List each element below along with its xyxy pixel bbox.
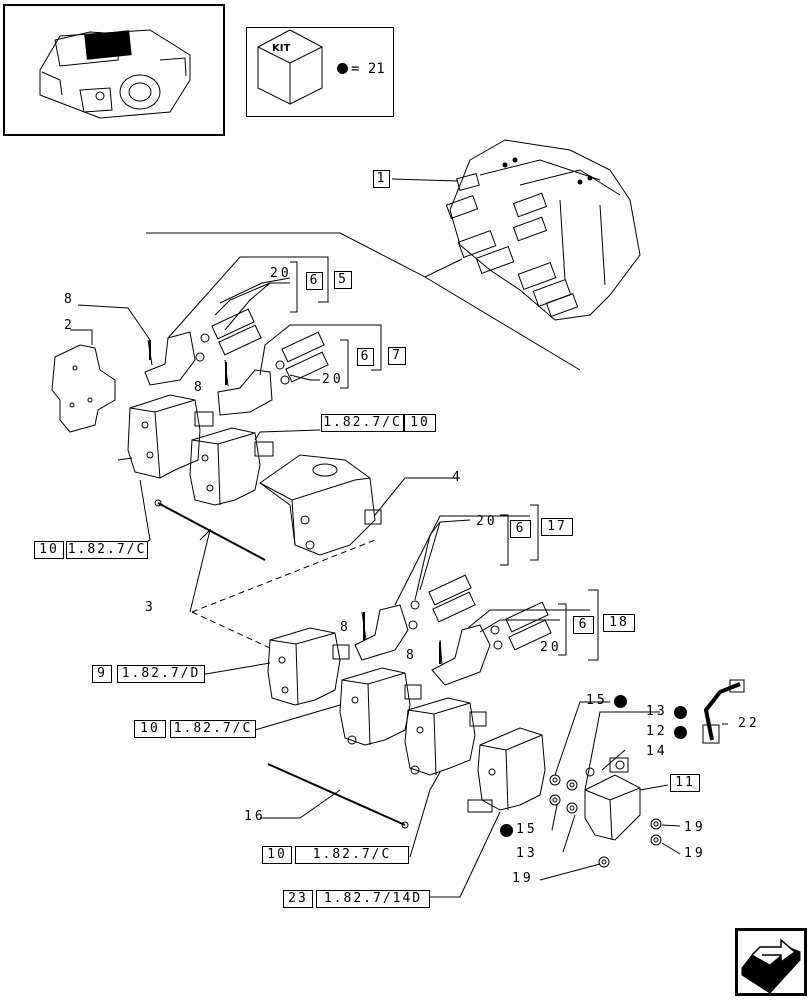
valve-section-lower-3 [404,697,487,776]
part-label-15a: 15 [586,693,608,708]
kit-quantity: = 21 [337,61,385,77]
black-dot-icon [674,706,687,719]
part-box-10d[interactable]: 10 [262,846,292,864]
part-label-13b: 13 [516,846,538,861]
cover-plate [51,344,116,433]
part-label-19c: 19 [512,871,534,886]
part-label-8c: 8 [340,620,351,635]
part-box-7[interactable]: 7 [388,347,406,365]
ref-box-r3[interactable]: 1.82.7/D [117,665,205,683]
part-label-20c: 20 [476,514,498,529]
ref-box-r5[interactable]: 1.82.7/C [295,846,409,864]
kit-legend-frame [246,27,394,117]
part-label-8a: 8 [64,292,75,307]
part-label-19a: 19 [684,820,706,835]
black-dot-icon [500,824,513,837]
part-label-12: 12 [646,724,668,739]
valve-section-end [467,727,546,813]
valve-section-upper-1 [117,394,214,479]
part-box-6a[interactable]: 6 [306,272,323,290]
part-label-13a: 13 [646,704,668,719]
part-box-6b[interactable]: 6 [357,348,374,366]
part-label-8b: 8 [194,380,205,395]
ref-box-r4[interactable]: 1.82.7/C [170,720,256,738]
tractor-rear-hydraulics-icon [39,29,191,119]
kit-label: KIT [272,43,291,54]
part-box-10c[interactable]: 10 [134,720,166,738]
part-label-2: 2 [64,318,75,333]
part-label-19b: 19 [684,846,706,861]
part-label-3: 3 [145,600,156,615]
pipe-fitting [702,679,745,744]
part-box-6c[interactable]: 6 [510,520,531,538]
part-box-11[interactable]: 11 [670,774,700,792]
control-valve-assembly [445,139,641,321]
part-label-16: 16 [244,809,266,824]
part-label-8d: 8 [406,648,417,663]
spool-caps-upper [144,308,329,416]
part-box-10b[interactable]: 10 [34,541,64,559]
part-box-6d[interactable]: 6 [573,616,594,634]
part-box-17[interactable]: 17 [541,518,573,536]
kit-box-icon [256,29,324,105]
part-box-23[interactable]: 23 [283,890,313,908]
black-dot-icon [674,726,687,739]
part-box-18[interactable]: 18 [603,614,635,632]
valve-section-lower-1 [267,627,350,706]
adapter-block [549,757,662,868]
part-box-5[interactable]: 5 [334,271,352,289]
part-label-20d: 20 [540,640,562,655]
ref-box-r6[interactable]: 1.82.7/14D [316,890,430,908]
part-box-9[interactable]: 9 [92,665,112,683]
part-label-4: 4 [452,470,463,485]
ref-box-r2[interactable]: 1.82.7/C [66,541,148,559]
part-label-15b: 15 [516,822,538,837]
control-body [259,454,382,556]
leader-lines [70,178,728,898]
ref-box-r1[interactable]: 1.82.7/C [321,414,404,432]
black-dot-icon [337,63,348,74]
part-label-14: 14 [646,744,668,759]
next-page-button[interactable] [735,928,807,996]
valve-section-upper-2 [189,427,274,506]
part-label-22: 22 [738,716,760,731]
part-label-20a: 20 [270,266,292,281]
part-box-1[interactable]: 1 [373,170,390,188]
valve-section-lower-2 [339,667,422,746]
kit-equation: = 21 [351,61,385,77]
part-box-10a[interactable]: 10 [404,414,436,432]
part-label-20b: 20 [322,372,344,387]
black-dot-icon [614,695,627,708]
